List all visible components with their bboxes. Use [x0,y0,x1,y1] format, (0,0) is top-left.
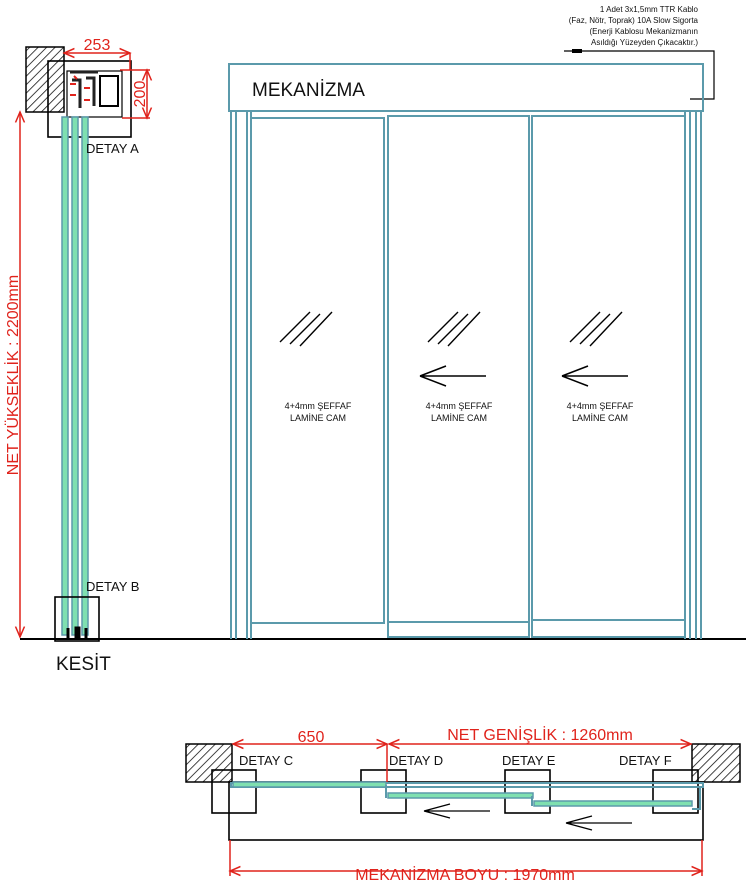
net-width-label: NET GENİŞLİK : 1260mm [447,725,633,744]
fuse-icon [572,49,582,53]
cable-line [564,50,715,100]
frame-profile [230,111,702,639]
glass-reflection-icon [569,311,623,347]
detail-d-label: DETAY D [389,753,443,768]
slide-direction-arrow-icon [565,815,632,831]
profile-detail [385,785,701,810]
mechanism-label: MEKANİZMA [252,80,365,101]
glass-reflection-icon [427,311,481,347]
glass-profile [81,116,89,636]
door-panel-2 [387,115,530,638]
detail-c-label: DETAY C [239,753,293,768]
door-panel-3 [531,115,686,638]
detail-c-box [211,769,257,814]
detail-a-label: DETAY A [86,141,139,156]
glass-panel-3 [533,800,693,807]
section-view: 253 200 NET YÜKSEKLİK : 2200mm DETAY A D… [3,37,150,675]
detail-a-box [47,60,132,138]
dim-width-label: 253 [84,37,111,54]
detail-b-box [54,596,100,642]
frame-profile [230,782,704,788]
profile-detail [70,70,98,108]
glass-spec: LAMİNE CAM [431,413,487,423]
front-elevation: MEKANİZMA 4+4mm ŞEFFAF LAMİNE CAM 4+4mm … [228,63,704,639]
glass-spec: 4+4mm ŞEFFAF [567,401,634,411]
detail-d-box [360,769,407,814]
glass-spec: 4+4mm ŞEFFAF [426,401,493,411]
glass-spec: LAMİNE CAM [290,413,346,423]
plan-view: DETAY C DETAY D DETAY E DETAY F 650 NET … [185,725,741,884]
detail-e-label: DETAY E [502,753,556,768]
mechanism-length-label: MEKANİZMA BOYU : 1970mm [355,865,575,884]
net-height-label: NET YÜKSEKLİK : 2200mm [3,275,22,475]
dim-height-label: 200 [132,81,149,108]
cable-note-line: (Enerji Kablosu Mekanizmanın [590,27,699,36]
profile-detail-red [70,75,90,101]
detail-b-label: DETAY B [86,579,139,594]
glass-panel-2 [387,792,534,799]
glass-reflection-icon [279,311,333,347]
detail-e-box [504,769,551,814]
slide-direction-arrow-icon [423,803,490,819]
cable-note-line: 1 Adet 3x1,5mm TTR Kablo [600,5,699,14]
section-title: KESİT [56,654,111,675]
cable-note-line: Asıldığı Yüzeyden Çıkacaktır.) [591,38,698,47]
slide-direction-arrow-icon [561,365,628,387]
glass-spec: 4+4mm ŞEFFAF [285,401,352,411]
glass-panel-1 [232,781,387,788]
glass-profile [71,116,79,636]
wall-hatch [185,743,233,783]
mechanism-box [228,63,704,112]
glass-profile [61,116,69,636]
slide-direction-arrow-icon [419,365,486,387]
wall-hatch [691,743,741,783]
detail-f-label: DETAY F [619,753,672,768]
door-panel-1 [250,117,385,624]
detail-f-box [652,769,699,814]
dim-650-label: 650 [298,729,325,746]
cable-note: 1 Adet 3x1,5mm TTR Kablo (Faz, Nötr, Top… [564,5,715,100]
motor-profile [99,75,119,107]
glass-spec: LAMİNE CAM [572,413,628,423]
floor-guide [66,626,88,638]
wall-hatch [25,46,65,113]
cable-note-line: (Faz, Nötr, Toprak) 10A Slow Sigorta [569,16,699,25]
